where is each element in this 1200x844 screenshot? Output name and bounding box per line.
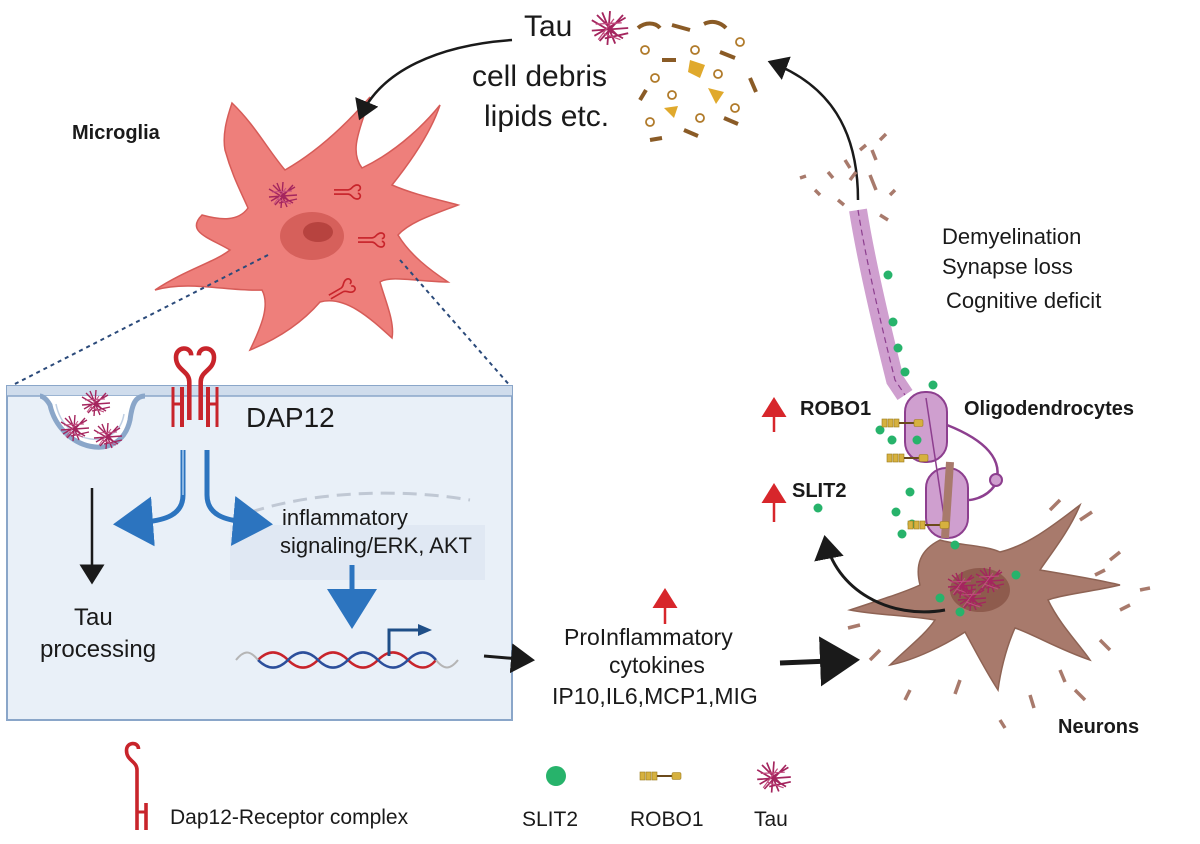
microglia-label: Microglia [72,122,160,144]
tau-top-label: Tau [524,10,573,43]
effect-demyelination: Demyelination [942,224,1082,249]
tau-processing-line1: Tau [74,604,113,631]
neuron-axon [799,132,1151,729]
debris-cloud [636,19,758,142]
dna-helix [235,624,459,669]
legend-receptor-label: Dap12-Receptor complex [170,806,409,829]
microglia-cell [154,96,461,352]
arrow-dna-to-cytokines [483,643,535,674]
cytokines-label-line1: ProInflammatory [564,624,733,650]
inflammatory-label-line1: inflammatory [282,505,408,530]
cytokines-label-line2: cytokines [609,652,705,678]
zoom-line-left [6,254,269,389]
arrow-cytokines-to-neurons [779,636,860,687]
tau-fibril-top [590,10,630,46]
robo1-label: ROBO1 [800,398,872,420]
cytokines-label-line3: IP10,IL6,MCP1,MIG [552,683,758,709]
signal-arrow-left [113,450,186,547]
debris-label-line2: lipids etc. [484,100,610,133]
debris-label-line1: cell debris [472,60,608,93]
neurons-label: Neurons [1058,716,1140,738]
arrow-neuron-to-slit2 [814,535,946,614]
legend-receptor-icon [124,741,148,830]
legend-tau-icon [756,760,792,794]
dap12-label: DAP12 [246,402,335,433]
legend-tau-label: Tau [754,808,788,831]
inflammatory-label-line2: signaling/ERK, AKT [280,533,472,558]
tau-processing-line2: processing [40,636,157,663]
legend-slit2-icon [546,766,566,786]
legend-robo1-icon [639,771,682,781]
slit2-label: SLIT2 [792,480,847,502]
effect-cognitive-deficit: Cognitive deficit [946,288,1102,313]
oligodendrocytes-label: Oligodendrocytes [964,398,1135,420]
legend-slit2-label: SLIT2 [522,808,579,831]
legend-robo1-label: ROBO1 [630,808,704,831]
zoom-line-right [399,259,513,389]
signal-arrow-right [204,450,273,546]
arrow-debris-to-microglia [355,38,513,121]
effect-synapse-loss: Synapse loss [942,254,1073,279]
arrow-neuron-to-debris [767,56,860,201]
